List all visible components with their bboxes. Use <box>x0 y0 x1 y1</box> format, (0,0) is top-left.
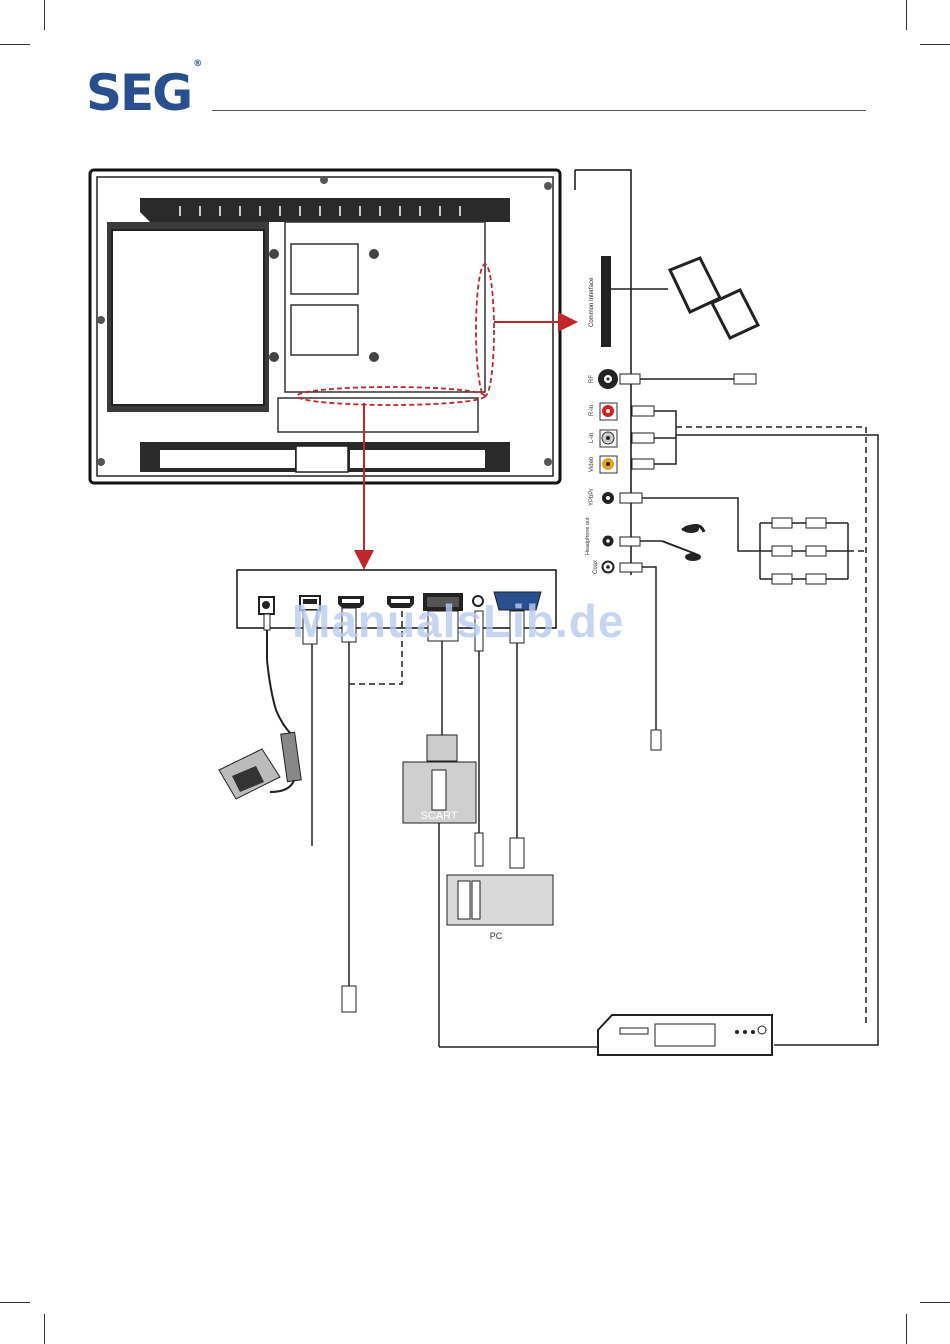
port-label-ypbpr: YPbPr <box>589 489 595 506</box>
ypbpr-cable <box>620 493 848 584</box>
pc-label: PC <box>490 931 503 941</box>
ci-module-icon <box>611 258 758 338</box>
hdmi-cable <box>342 608 402 1012</box>
scart-label: SCART <box>420 810 457 822</box>
av-dashed-link <box>676 427 866 1025</box>
pc-audio-cable <box>475 611 483 866</box>
tv-back-panel <box>90 170 560 483</box>
port-label-rf: RF <box>589 375 595 383</box>
video-port <box>600 456 617 473</box>
rf-port <box>598 369 618 389</box>
l-in-port <box>600 430 617 447</box>
scart-cable <box>403 611 598 1047</box>
ypbpr-port <box>602 492 614 504</box>
coax-cable <box>620 563 661 750</box>
headphone-icon <box>620 525 704 561</box>
rca-audio-video-cable <box>632 406 676 469</box>
pc-icon <box>447 875 553 925</box>
rf-cable <box>620 374 756 384</box>
watermark-text: ManualsLib.de <box>292 594 624 648</box>
pc-vga-cable <box>510 611 524 868</box>
port-label-coax: Coax <box>593 560 599 574</box>
headphone-port <box>603 536 614 547</box>
r-in-port <box>600 403 617 420</box>
port-label-headphone: Headphone out <box>585 517 591 555</box>
port-label-video: Video <box>589 456 595 472</box>
power-cable <box>219 614 301 799</box>
coax-port <box>603 562 614 573</box>
dvd-player-icon <box>598 1015 772 1055</box>
ci-label: Common Interface <box>589 277 595 327</box>
port-label-l-in: L-in <box>589 433 595 443</box>
port-label-r-in: R-in <box>589 405 595 416</box>
